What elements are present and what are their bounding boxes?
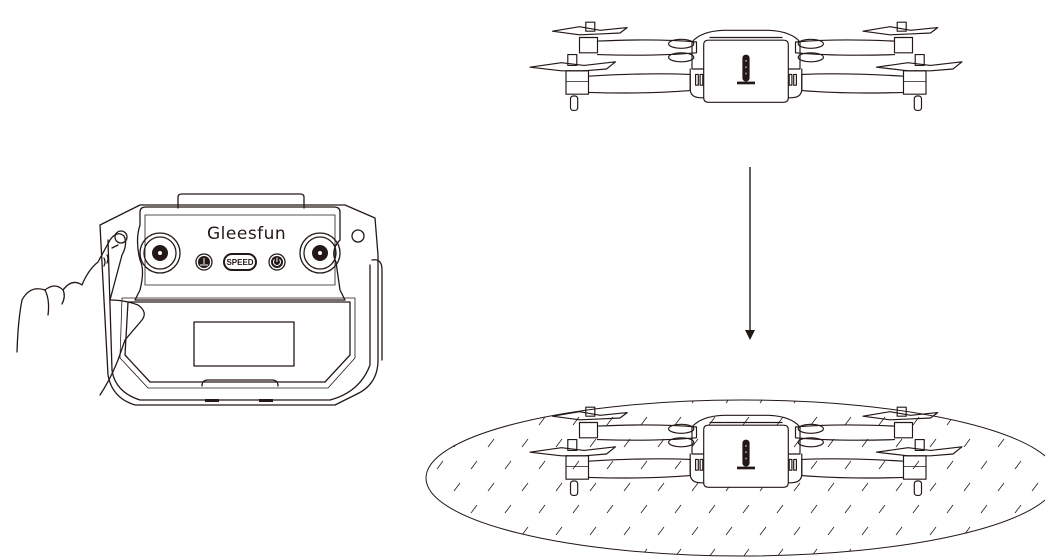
left-joystick[interactable] — [139, 232, 181, 274]
right-joystick[interactable] — [299, 232, 341, 274]
controller-screen — [193, 321, 295, 367]
power-icon — [273, 257, 281, 266]
takeoff-landing-icon — [200, 258, 208, 266]
hand-pressing-button — [16, 233, 145, 396]
drone-hovering — [529, 21, 963, 111]
down-arrow-icon — [745, 167, 755, 340]
svg-text:SPEED: SPEED — [226, 258, 253, 267]
right-shoulder-button[interactable] — [351, 229, 365, 243]
takeoff-landing-button[interactable] — [195, 253, 213, 271]
brand-label: Gleesfun — [207, 224, 286, 244]
power-button[interactable] — [268, 253, 286, 271]
remote-controller: Gleesfun SPEED — [99, 193, 383, 406]
left-shoulder-button[interactable] — [114, 230, 128, 244]
speed-button[interactable]: SPEED — [223, 253, 257, 271]
